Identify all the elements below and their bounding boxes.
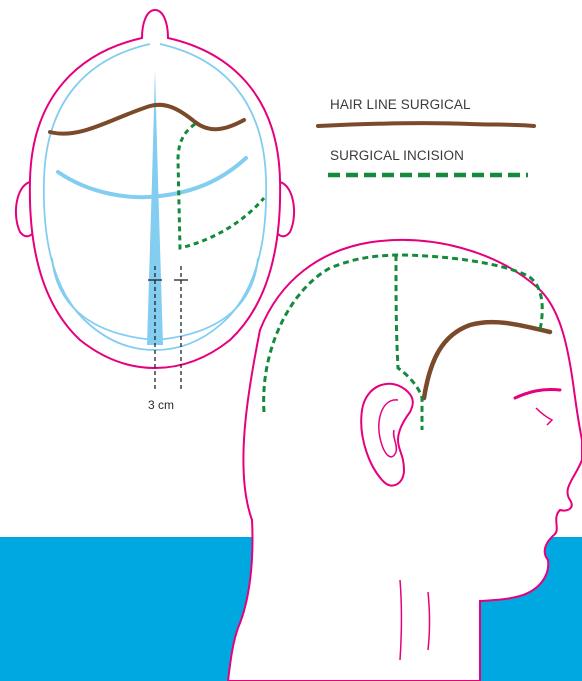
measurement-label: 3 cm: [148, 398, 174, 412]
legend-hairline-swatch: [318, 123, 534, 126]
legend-hairline-label: HAIR LINE SURGICAL: [330, 97, 471, 112]
top-view-head: [16, 10, 294, 392]
legend-incision-label: SURGICAL INCISION: [330, 148, 464, 163]
